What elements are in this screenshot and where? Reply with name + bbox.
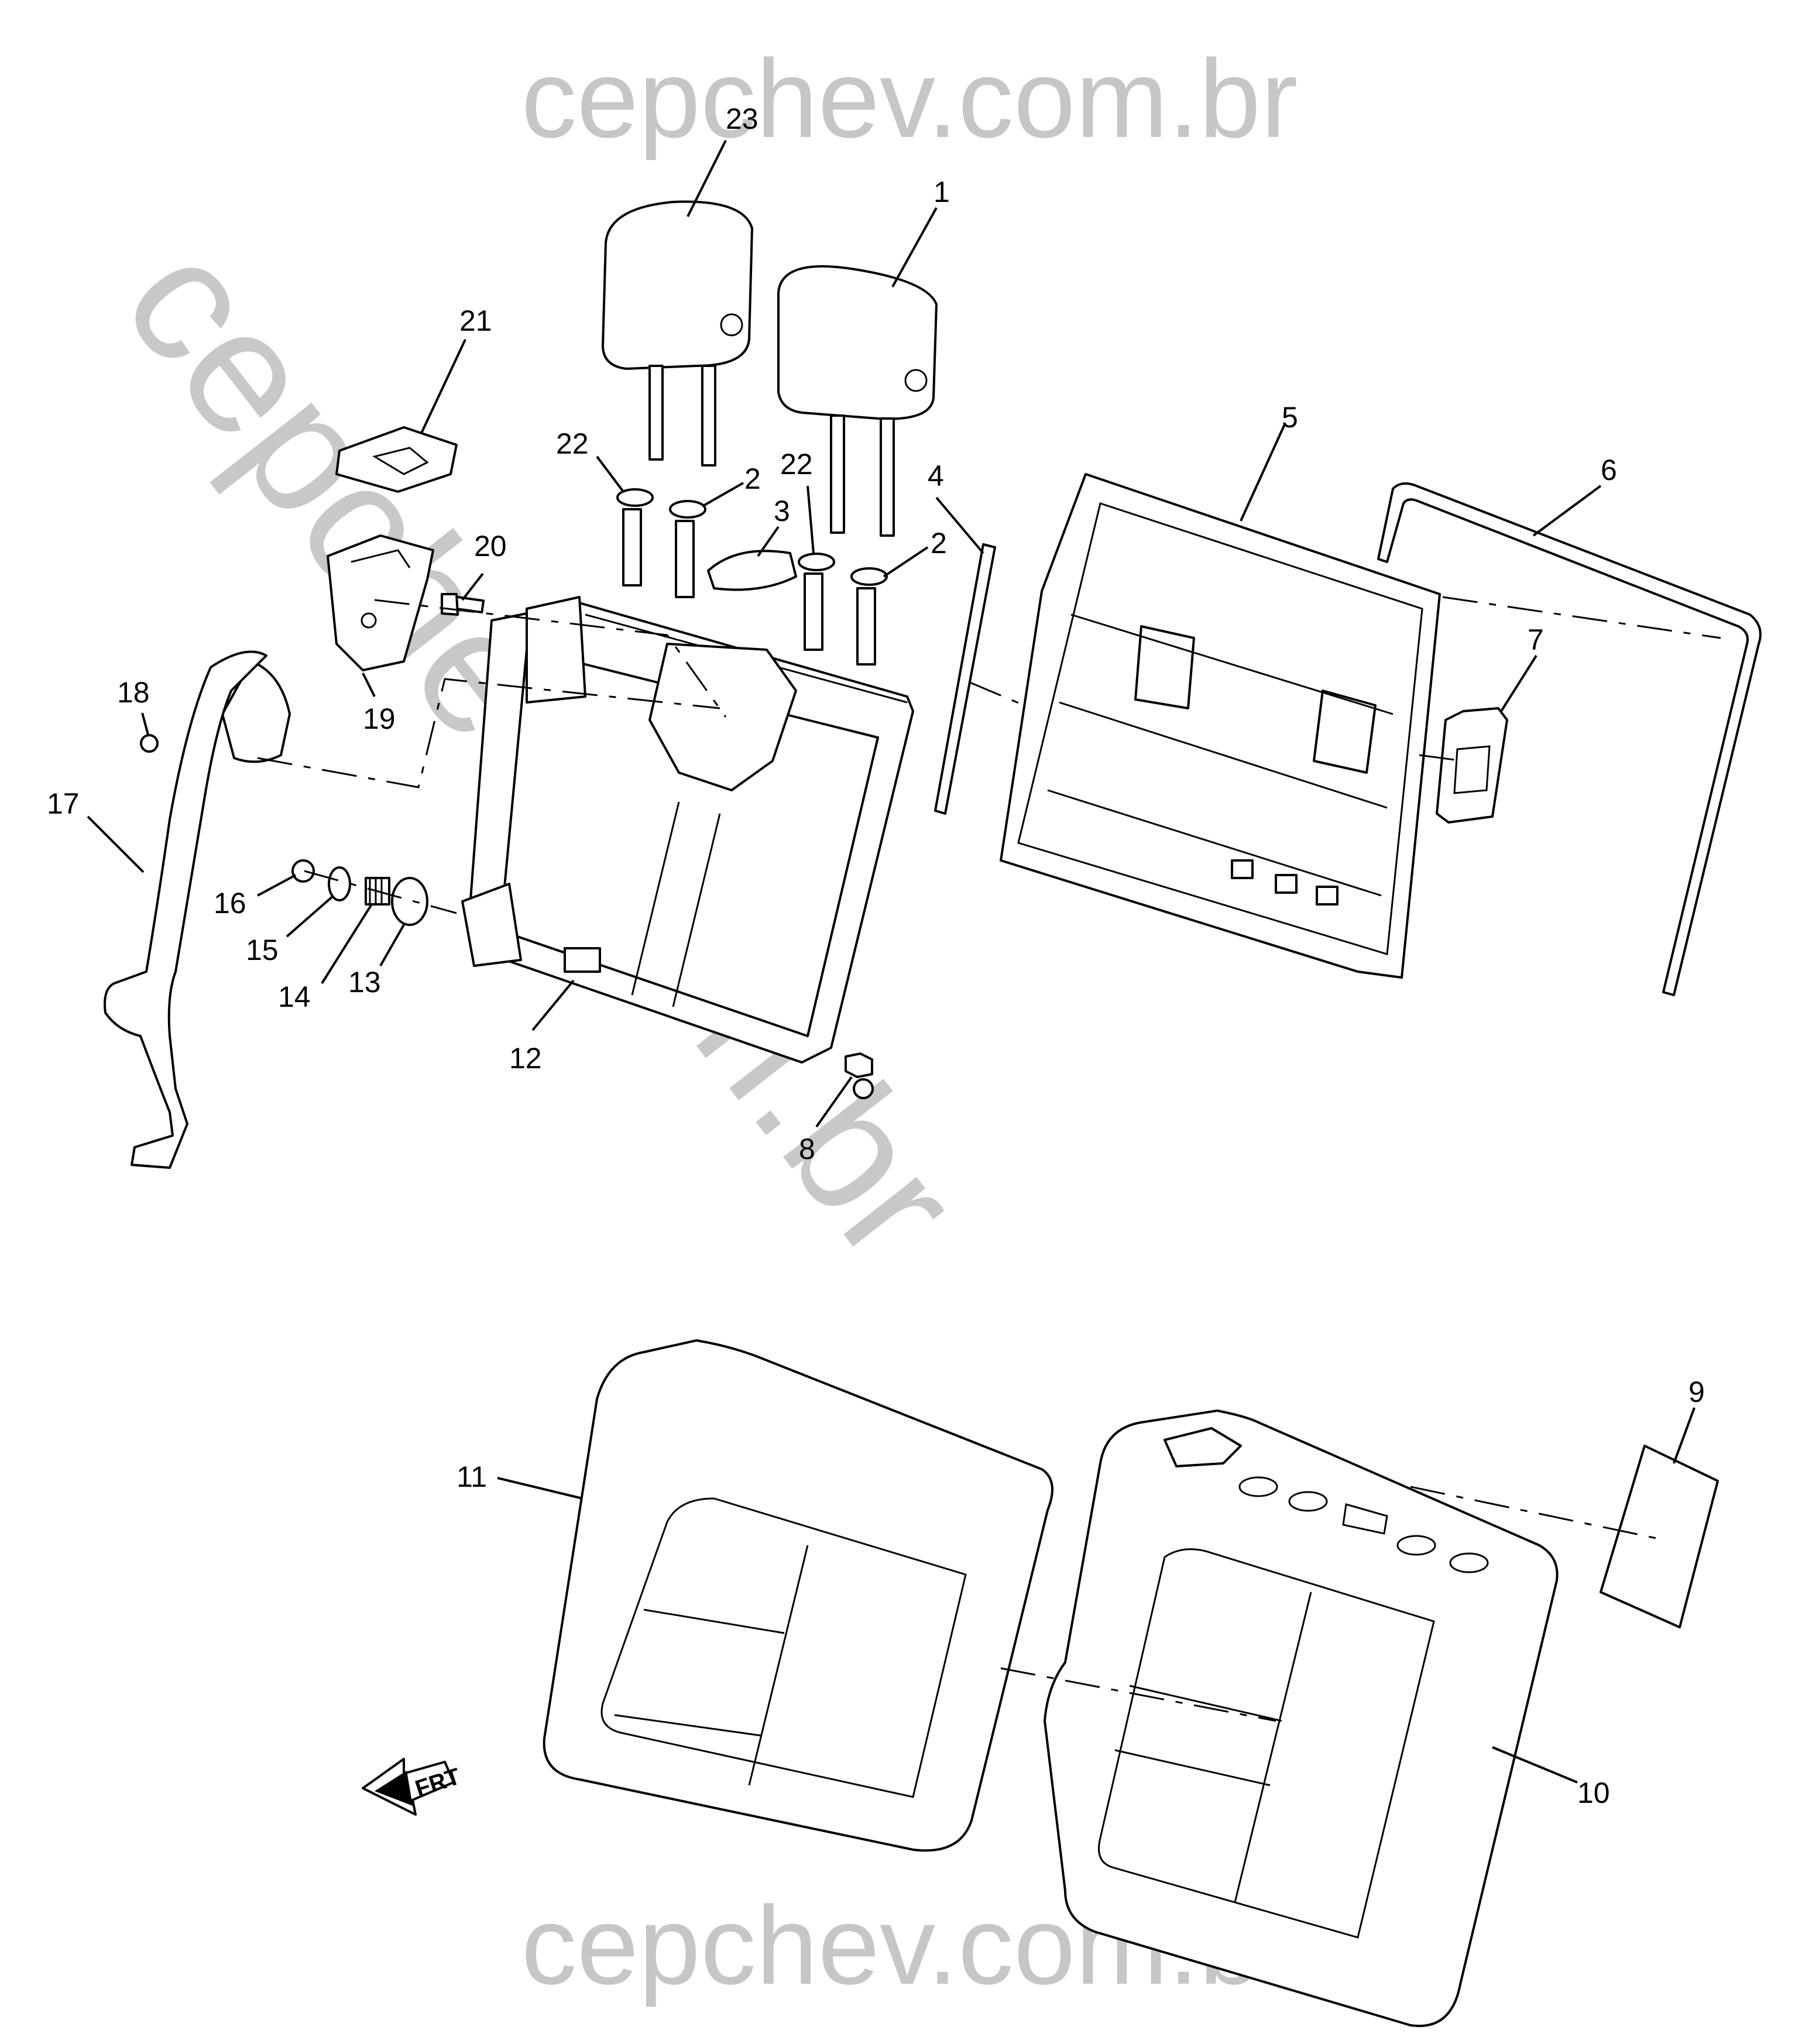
leader-14 (321, 903, 373, 985)
head-restraint-guide-22a (616, 488, 654, 587)
leader-8 (815, 1076, 853, 1128)
callout-22b: 22 (780, 448, 813, 481)
bushing-14 (365, 877, 390, 906)
release-cover (707, 550, 797, 591)
leader-2b (883, 546, 929, 578)
leader-13 (379, 924, 405, 966)
latch-bezel (335, 426, 458, 493)
leader-21 (420, 339, 466, 434)
information-label (1600, 1445, 1719, 1628)
leader-12 (531, 979, 575, 1031)
leader-22b (806, 485, 815, 554)
leader-6 (1532, 485, 1602, 537)
watermark-top: cepchev.com.br (521, 37, 1298, 161)
leader-22a (596, 455, 624, 493)
callout-18: 18 (117, 676, 150, 709)
leader-4 (935, 496, 984, 554)
leader-7 (1500, 654, 1537, 712)
seat-back-panel (1000, 473, 1441, 979)
callout-5: 5 (1282, 401, 1298, 434)
seat-back-cover (1044, 1409, 1559, 2028)
front-direction-indicator: FRT (362, 1758, 464, 1816)
callout-22a: 22 (556, 427, 589, 460)
callout-12: 12 (509, 1042, 542, 1075)
leader-2a (702, 482, 744, 507)
leader-17 (87, 815, 145, 873)
seat-back-frame (461, 596, 914, 1099)
leader-3 (757, 526, 780, 557)
dashed-line-panel-to-seal (1442, 596, 1721, 639)
latch-assembly (327, 534, 434, 671)
head-restraint-guide-2b (850, 567, 888, 666)
callout-20: 20 (474, 530, 507, 563)
seat-back-seal (1377, 482, 1762, 996)
head-restraint-guide-22b (798, 553, 835, 651)
callout-3: 3 (774, 495, 790, 527)
callout-9: 9 (1688, 1376, 1705, 1408)
leader-16 (257, 874, 296, 897)
leader-15 (286, 894, 335, 938)
callout-2b: 2 (931, 527, 947, 560)
latch-trim-plate (1436, 707, 1508, 824)
leader-19 (362, 673, 376, 697)
callout-15: 15 (246, 934, 279, 966)
callout-17: 17 (47, 787, 80, 820)
leader-18 (141, 712, 149, 735)
nut-16 (291, 859, 315, 883)
head-restraint-guide-2a (669, 500, 706, 598)
callout-11: 11 (457, 1460, 487, 1493)
leader-9 (1673, 1407, 1696, 1464)
callout-14: 14 (278, 980, 311, 1013)
dashed-line-pad-to-cover (1000, 1667, 1276, 1722)
dashed-line-latch-to-frame (374, 599, 727, 718)
head-restraint-left (602, 200, 753, 467)
dashed-line-label (1410, 1486, 1663, 1541)
callout-2a: 2 (744, 462, 761, 495)
leader-11 (497, 1477, 583, 1500)
callout-10: 10 (1577, 1777, 1610, 1809)
dashed-line-retractor (257, 678, 720, 788)
seat-back-pad (543, 1339, 1053, 1852)
leader-10 (1492, 1746, 1578, 1784)
callout-21: 21 (459, 304, 492, 337)
dashed-line-washers (304, 870, 457, 914)
bolt-18 (140, 734, 159, 753)
callout-7: 7 (1528, 623, 1544, 656)
callout-23: 23 (726, 102, 759, 135)
callout-16: 16 (214, 887, 246, 920)
leader-1 (891, 207, 938, 287)
seat-belt-retractor (104, 650, 291, 1169)
dashed-line-strip (968, 681, 1025, 707)
bushing-13 (391, 877, 428, 926)
leader-5 (1240, 424, 1286, 522)
callout-13: 13 (348, 966, 381, 999)
callout-4: 4 (928, 459, 944, 492)
trim-strip (934, 543, 996, 815)
leader-20 (461, 572, 484, 601)
washer-15 (328, 866, 351, 901)
callout-8: 8 (799, 1133, 815, 1165)
callout-19: 19 (363, 702, 396, 735)
leader-23 (687, 140, 727, 217)
callout-1: 1 (933, 176, 950, 208)
callout-6: 6 (1601, 454, 1617, 486)
bolt-8 (845, 1052, 873, 1078)
dashed-line-panel-to-trim (1419, 754, 1464, 762)
head-restraint-right (777, 265, 938, 537)
